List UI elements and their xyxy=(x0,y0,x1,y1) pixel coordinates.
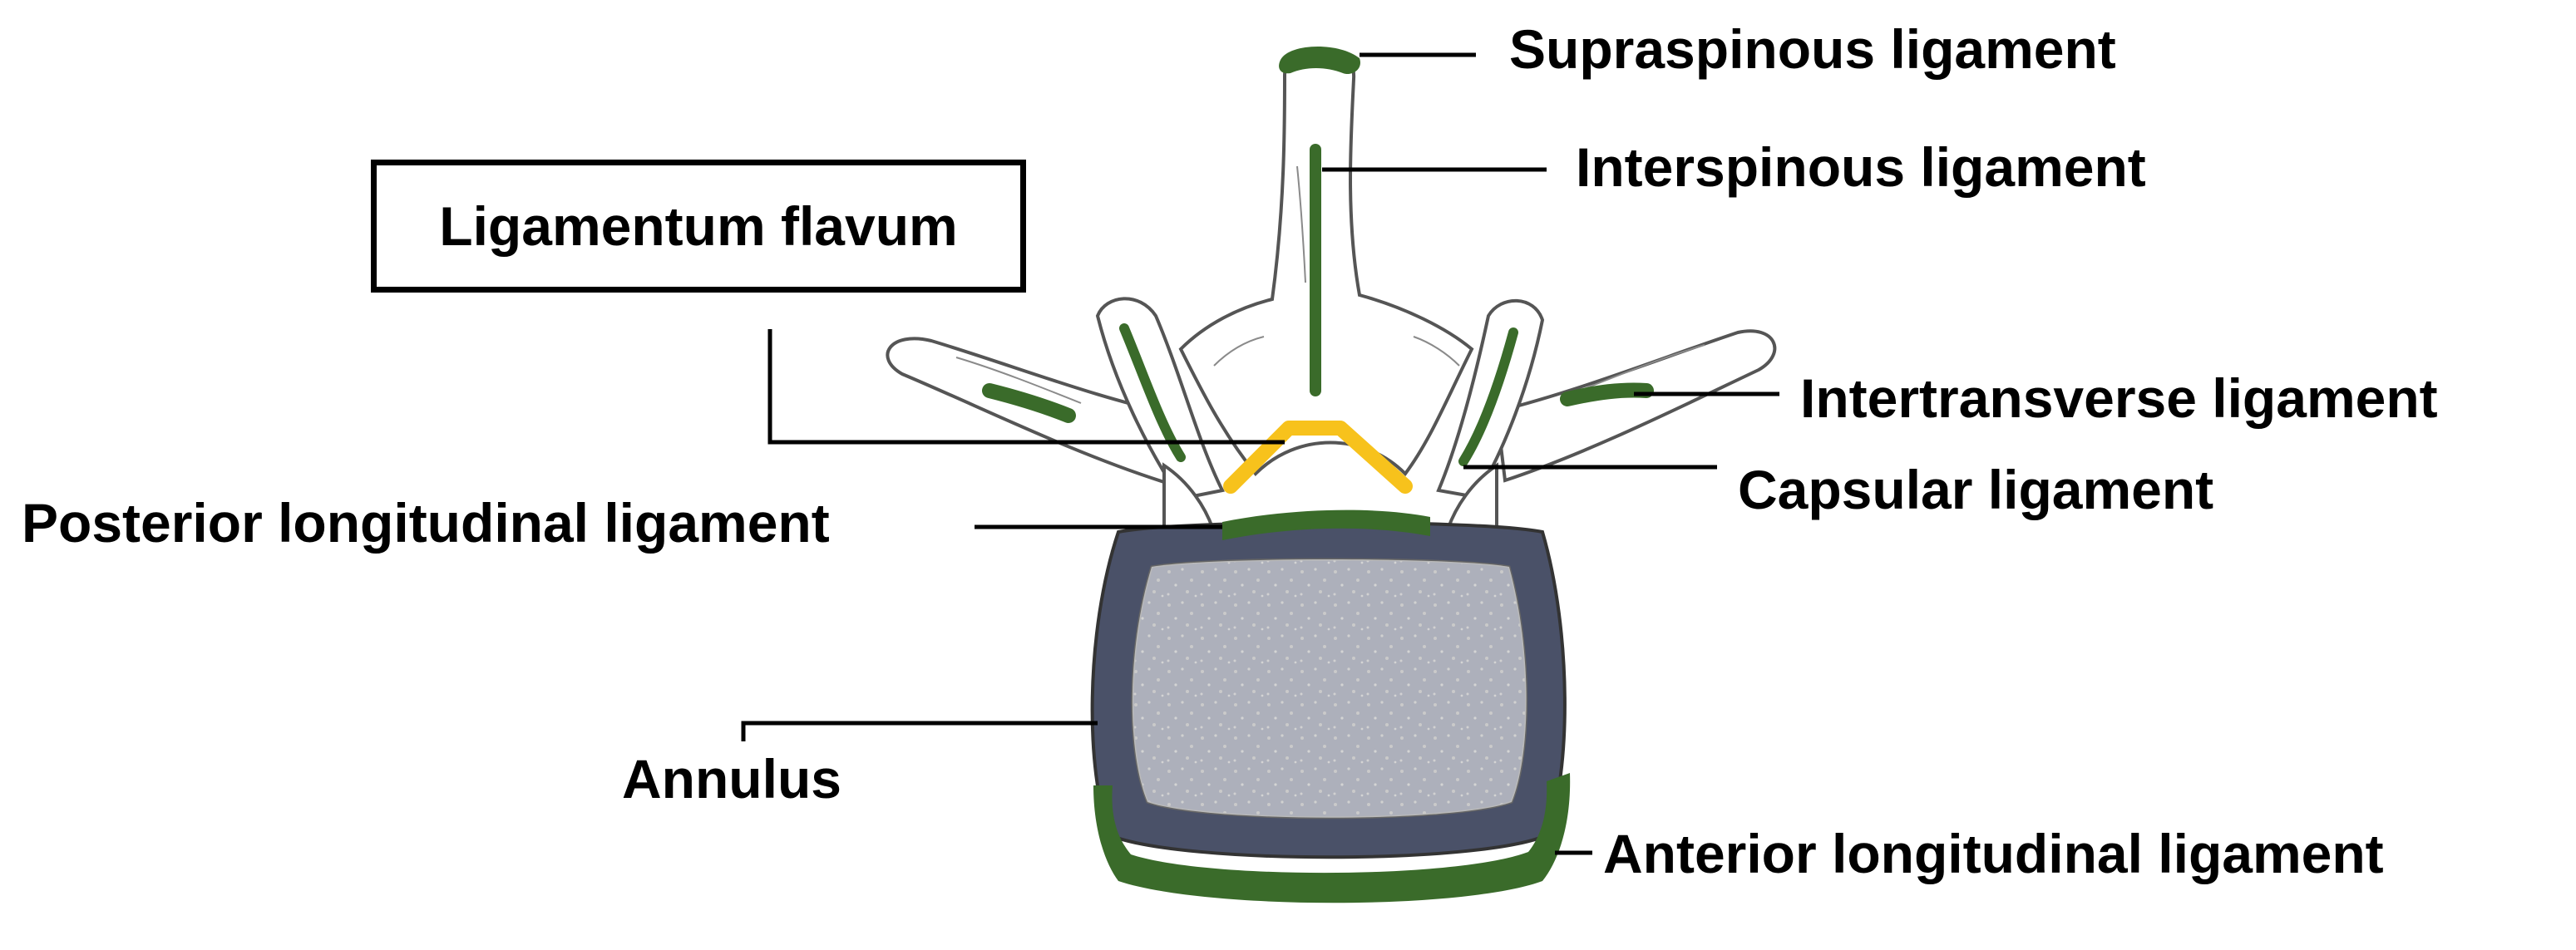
capsular-ligament-right-shape xyxy=(1458,327,1518,466)
capsular-ligament-left-shape xyxy=(1119,323,1186,462)
label-anterior-longitudinal-ligament: Anterior longitudinal ligament xyxy=(1603,823,2384,884)
posterior-arch-and-spinous-process xyxy=(1178,50,1474,477)
label-interspinous-ligament: Interspinous ligament xyxy=(1576,136,2146,198)
ligamentum-flavum-shape xyxy=(1223,421,1413,494)
leader-ligamentum-flavum xyxy=(767,329,1285,445)
label-ligamentum-flavum: Ligamentum flavum xyxy=(439,195,958,257)
label-intertransverse-ligament: Intertransverse ligament xyxy=(1800,367,2438,429)
leader-lines xyxy=(741,52,1779,855)
ligamentum-flavum-box: Ligamentum flavum xyxy=(371,160,1026,293)
vertebral-body-center-tint xyxy=(1132,559,1527,818)
intertransverse-ligament-right-shape xyxy=(1560,382,1654,406)
bone-shading xyxy=(955,165,1705,404)
anterior-longitudinal-ligament-shape xyxy=(1093,773,1571,903)
right-transverse-process xyxy=(1494,329,1777,483)
intertransverse-ligament-left-shape xyxy=(982,383,1076,423)
label-capsular-ligament: Capsular ligament xyxy=(1738,459,2214,520)
label-supraspinous-ligament: Supraspinous ligament xyxy=(1509,18,2116,80)
posterior-longitudinal-ligament-shape xyxy=(1222,509,1430,540)
leader-annulus xyxy=(741,721,1098,741)
label-annulus: Annulus xyxy=(622,748,841,810)
label-posterior-longitudinal-ligament: Posterior longitudinal ligament xyxy=(22,492,830,554)
supraspinous-ligament-shape xyxy=(1279,46,1360,75)
